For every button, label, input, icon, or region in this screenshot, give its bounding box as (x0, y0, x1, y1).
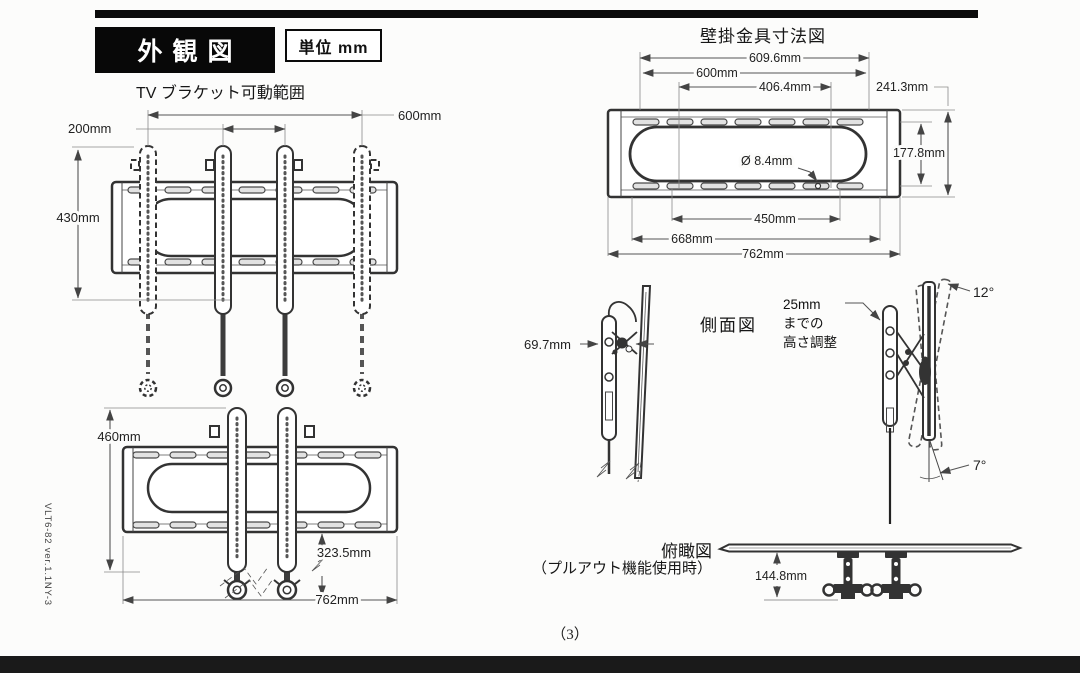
bottom-rule (0, 656, 1080, 673)
wall-plate-dimensions: 609.6mm 600mm 406.4mm 241.3mm 177.8mm Ø … (607, 48, 955, 264)
dim-600-wall: 600mm (696, 66, 738, 80)
top-rule (95, 10, 978, 18)
front-upper-dimensions: 600mm 200mm 430mm (53, 105, 444, 301)
height-adjust-line3: 高さ調整 (783, 334, 837, 350)
top-view-arm-left (822, 551, 874, 599)
dim-600-top: 600mm (398, 108, 441, 123)
side-view-tilt: 25mm までの 高さ調整 12° 7° (783, 278, 997, 524)
tv-bracket-rail-outer-right (352, 145, 380, 398)
dim-200: 200mm (68, 121, 111, 136)
dim-241-3: 241.3mm (876, 80, 928, 94)
side-view-title: 側面図 (700, 316, 757, 335)
unit-badge: 単位 mm (285, 29, 382, 62)
top-view-tv-bar (717, 543, 1023, 553)
tv-bracket-rail-inner-right (275, 145, 303, 398)
dim-460: 460mm (97, 429, 140, 444)
page-title-box: 外観図 (95, 27, 275, 73)
top-view-title-block: 俯瞰図 （プルアウト機能使用時） (500, 542, 712, 578)
top-view-subtitle: （プルアウト機能使用時） (531, 560, 712, 578)
page-number: （3） (551, 627, 589, 643)
dim-406-4: 406.4mm (759, 80, 811, 94)
dim-668: 668mm (671, 232, 713, 246)
front-view-title: TV ブラケット可動範囲 (136, 85, 305, 102)
pull-strap-path (219, 566, 269, 587)
dim-609-6: 609.6mm (749, 51, 801, 65)
wall-plate-body (606, 108, 902, 199)
document-code: VLT6-82 ver.1.1NY-3 (42, 503, 53, 606)
top-view-drawing: 144.8mm (717, 543, 1023, 601)
front-lower-wall-plate (121, 445, 399, 534)
dim-69-7: 69.7mm (524, 337, 571, 352)
dim-430: 430mm (56, 210, 99, 225)
dim-177-8: 177.8mm (893, 146, 945, 160)
hole-diameter-label: Ø 8.4mm (741, 154, 792, 168)
tv-bracket-rail-lower-left (209, 407, 251, 601)
mounting-hole (814, 182, 822, 190)
tilt-angle-top: 12° (973, 284, 994, 300)
side-view-drawing: 69.7mm 25mm までの (521, 278, 997, 524)
dim-323-5: 323.5mm (317, 545, 371, 560)
unit-label: 単位 mm (298, 39, 369, 57)
front-view-drawing: 600mm 200mm 430mm (53, 105, 444, 610)
height-adjust-line1: 25mm (783, 297, 821, 312)
side-view-folded: 69.7mm (521, 285, 654, 483)
top-view-arm-right (870, 551, 922, 599)
dim-762-wall: 762mm (742, 247, 784, 261)
wall-plate-title: 壁掛金具寸法図 (700, 27, 826, 46)
dim-762-front: 762mm (315, 592, 358, 607)
page-title: 外観図 (137, 38, 243, 66)
tilt-angle-bottom: 7° (973, 457, 986, 473)
wall-plate-drawing: 609.6mm 600mm 406.4mm 241.3mm 177.8mm Ø … (606, 48, 955, 264)
top-view-dimensions: 144.8mm (752, 552, 838, 601)
tv-bracket-rail-lower-right (273, 407, 315, 601)
dim-450: 450mm (754, 212, 796, 226)
pull-strap-path-2 (224, 578, 274, 599)
height-adjust-line2: までの (783, 316, 824, 331)
top-view-title: 俯瞰図 (661, 542, 712, 561)
front-lower-dimensions: 460mm 323.5mm 762mm (94, 407, 398, 610)
dim-144-8: 144.8mm (755, 569, 807, 583)
